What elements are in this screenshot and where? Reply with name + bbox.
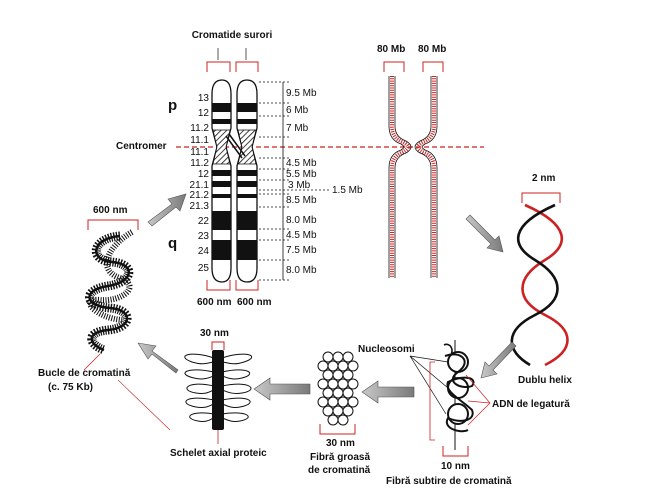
size-label: 7.5 Mb xyxy=(286,245,317,256)
linker-dna-label: ADN de legatură xyxy=(492,399,570,410)
band-label: 21.1 xyxy=(190,180,210,191)
thick-fiber-size-label: 30 nm xyxy=(326,438,355,449)
loops-label-1: Bucle de cromatină xyxy=(38,368,131,379)
thick-fiber-label-2: de cromatină xyxy=(308,465,371,476)
size-labels: 9.5 Mb 6 Mb 7 Mb 4.5 Mb 5.5 Mb 3 Mb 1.5 … xyxy=(286,88,363,276)
thick-fiber-label-1: Fibră groasă xyxy=(310,452,370,463)
arrow-to-scaffold xyxy=(253,377,311,401)
linker-pointers xyxy=(465,374,491,426)
arrow-to-helix xyxy=(465,214,504,253)
band-label: 21.3 xyxy=(190,201,210,212)
band-labels: 13 12 11.2 11.1 11.1 11.2 12 21.1 21.2 2… xyxy=(190,93,210,274)
mb-brackets xyxy=(383,61,444,72)
band-label: 24 xyxy=(198,246,210,257)
size-label: 8.5 Mb xyxy=(286,195,317,206)
band-label: 23 xyxy=(198,231,210,242)
size-label: 8.0 Mb xyxy=(286,265,317,276)
nucleosomes-label: Nucleosomi xyxy=(358,344,415,355)
scaffold-size-label: 30 nm xyxy=(200,328,229,339)
size-label: 4.5 Mb xyxy=(286,158,317,169)
size-label: 5.5 Mb xyxy=(286,169,317,180)
centromere-twist xyxy=(225,133,246,159)
double-helix-label: Dublu helix xyxy=(518,375,572,386)
thin-fiber xyxy=(443,340,475,450)
loops-label-2: (c. 75 Kb) xyxy=(48,382,93,393)
q-arm-label: q xyxy=(168,235,177,252)
double-helix xyxy=(510,203,569,367)
right-chromatid xyxy=(236,79,258,283)
band-label: 22 xyxy=(198,216,210,227)
scaffold-label: Schelet axial proteic xyxy=(170,448,267,459)
band-label: 21.2 xyxy=(190,190,210,201)
band-label: 25 xyxy=(198,263,210,274)
chromatin-loops xyxy=(85,229,134,355)
band-label: 11.2 xyxy=(190,123,209,134)
band-label: 11.1 xyxy=(190,135,209,146)
size-label: 1.5 Mb xyxy=(332,185,363,196)
arrow-to-thick-fiber xyxy=(361,380,415,404)
band-label: 11.2 xyxy=(190,158,209,169)
width-left-label: 600 nm xyxy=(197,297,232,308)
thick-fiber xyxy=(317,351,359,426)
chromatid-width-brackets xyxy=(206,280,259,291)
arrow-to-chromosome xyxy=(147,193,187,227)
sister-chromatids-brackets xyxy=(206,61,259,72)
band-label: 11.1 xyxy=(190,147,209,158)
thin-fiber-label: Fibră subtire de cromatină xyxy=(386,476,512,487)
size-label: 9.5 Mb xyxy=(286,88,317,99)
dna-strand-left xyxy=(388,76,412,278)
loops-size-bracket xyxy=(87,219,139,230)
loops-connector xyxy=(117,379,171,431)
sister-chromatids-label: Cromatide surori xyxy=(192,30,273,41)
loops-pointer xyxy=(83,353,101,371)
width-right-label: 600 nm xyxy=(237,297,272,308)
band-label: 12 xyxy=(198,108,210,119)
arrow-to-loops xyxy=(137,342,179,374)
band-label: 13 xyxy=(198,93,210,104)
thin-fiber-size-label: 10 nm xyxy=(441,461,470,472)
centromere-label: Centromer xyxy=(116,141,167,152)
scaffold-loops xyxy=(184,353,253,422)
band-label: 12 xyxy=(198,169,210,180)
arrow-to-thin-fiber xyxy=(480,341,517,379)
size-label: 3 Mb xyxy=(288,180,311,191)
left-chromatid xyxy=(211,79,232,283)
chromatid-connectors xyxy=(217,48,247,60)
dna-strand-right xyxy=(414,76,438,278)
thin-fiber-size-bracket xyxy=(442,446,469,457)
loops-size-label: 600 nm xyxy=(93,205,128,216)
size-label: 7 Mb xyxy=(286,123,309,134)
mb-left-label: 80 Mb xyxy=(377,44,405,55)
protein-scaffold xyxy=(212,350,224,430)
helix-width-bracket xyxy=(521,192,561,203)
thin-fiber-side-brackets xyxy=(429,361,435,441)
p-arm-label: p xyxy=(168,97,177,114)
helix-width-label: 2 nm xyxy=(532,173,555,184)
thick-fiber-size-bracket xyxy=(319,424,356,435)
scaffold-size-bracket xyxy=(211,341,225,350)
size-label: 4.5 Mb xyxy=(286,230,317,241)
size-label: 6 Mb xyxy=(286,105,309,116)
size-label: 8.0 Mb xyxy=(286,215,317,226)
size-scale xyxy=(259,81,330,281)
mb-right-label: 80 Mb xyxy=(418,44,446,55)
nucleosome-pointers xyxy=(409,355,449,415)
